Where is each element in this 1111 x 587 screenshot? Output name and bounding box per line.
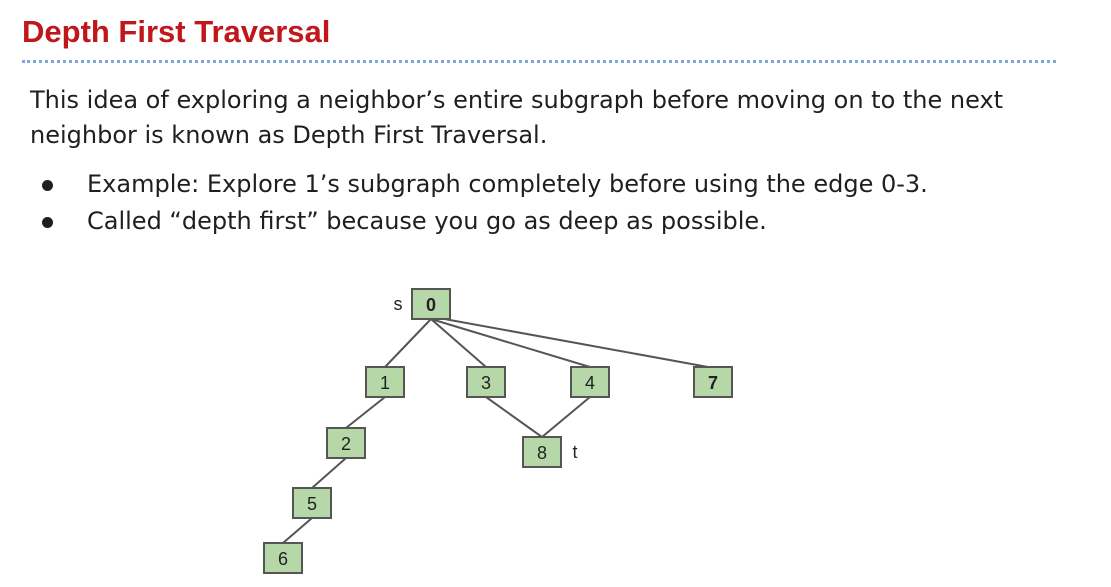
slide-title: Depth First Traversal [22,14,331,49]
graph-node-side-label: t [572,442,577,462]
graph-node-2: 2 [326,427,366,459]
intro-paragraph: This idea of exploring a neighbor’s enti… [30,86,1004,149]
graph-node-label: 2 [341,434,351,454]
graph-node-box [292,487,332,519]
graph-node-5: 5 [292,487,332,519]
graph-edge-0-7 [438,317,709,368]
graph-edge-2-5 [311,457,347,489]
graph-node-box [365,366,405,398]
graph-edge-0-3 [430,318,487,368]
graph-node-7: 7 [693,366,733,398]
bullet-dot-icon [42,180,53,191]
graph-edge-1-2 [345,396,386,429]
graph-node-label: 1 [380,373,390,393]
bullet-item: Called “depth first” because you go as d… [42,203,928,240]
graph-node-box [570,366,610,398]
graph-node-side-label: s [394,294,403,314]
graph-edge-5-6 [282,517,313,544]
bullet-text: Example: Explore 1’s subgraph completely… [87,170,928,198]
graph-node-box [326,427,366,459]
graph-node-label: 8 [537,443,547,463]
bullet-list: Example: Explore 1’s subgraph completely… [42,166,928,240]
graph-node-box [263,542,303,574]
bullet-dot-icon [42,217,53,228]
graph-edge-3-8 [485,396,543,438]
graph-node-1: 1 [365,366,405,398]
graph-node-6: 6 [263,542,303,574]
graph-node-box [466,366,506,398]
graph-node-label: 6 [278,549,288,569]
graph-node-box [693,366,733,398]
graph-node-0: 0s [394,288,451,320]
graph-node-label: 0 [426,295,436,315]
graph-edge-4-8 [541,396,591,438]
graph-node-4: 4 [570,366,610,398]
graph-node-label: 3 [481,373,491,393]
graph-edge-0-1 [384,318,432,368]
graph-node-box [411,288,451,320]
graph-edge-0-4 [430,318,591,368]
graph-node-3: 3 [466,366,506,398]
bullet-text: Called “depth first” because you go as d… [87,207,767,235]
graph-edges [282,317,709,544]
bullet-item: Example: Explore 1’s subgraph completely… [42,166,928,203]
title-divider [22,60,1056,63]
graph-node-box [522,436,562,468]
graph-node-label: 4 [585,373,595,393]
graph-node-label: 5 [307,494,317,514]
graph-node-label: 7 [708,373,718,393]
